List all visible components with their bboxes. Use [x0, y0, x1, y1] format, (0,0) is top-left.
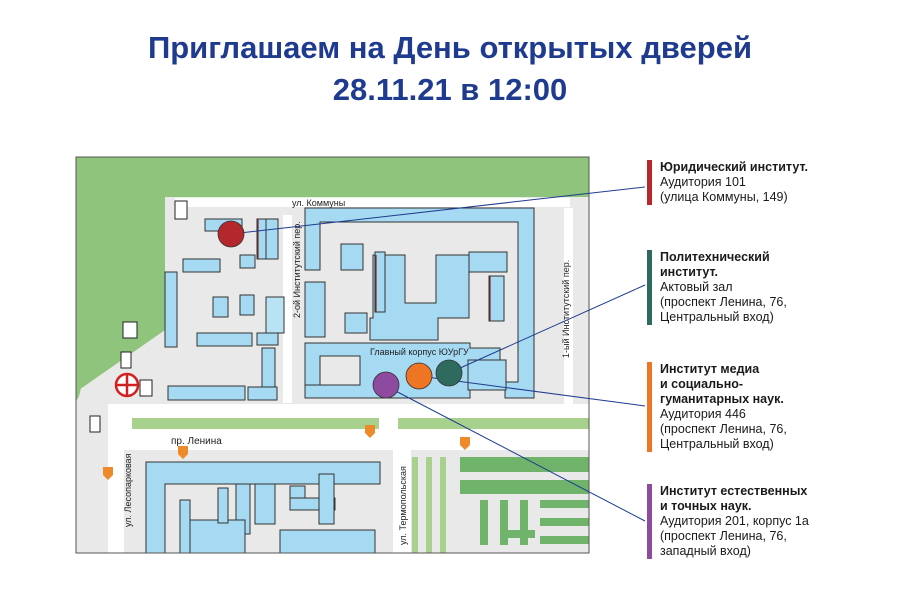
street-institutsky1 [564, 208, 573, 408]
label-lenina: пр. Ленина [171, 436, 222, 447]
legend-media-institute: Институт медиа и социально- гуманитарных… [647, 362, 900, 452]
legend-detail: Аудитория 201, корпус 1а [660, 514, 809, 528]
street-institutsky2 [283, 215, 292, 403]
legend-name: Юридический институт. [660, 160, 808, 174]
legend-polytechnic-institute: Политехнический институт. Актовый зал (п… [647, 250, 900, 325]
park-area [76, 157, 589, 392]
legend-detail: (проспект Ленина, 76, [660, 529, 787, 543]
park-area [76, 340, 82, 400]
legend-detail: западный вход) [660, 544, 751, 558]
label-institutsky2: 2-ой Институтский пер. [292, 221, 302, 318]
bus-stop-icon [365, 425, 375, 438]
legend-law-institute: Юридический институт. Аудитория 101 (ули… [647, 160, 900, 205]
legend-name: Институт естественных [660, 484, 808, 498]
bus-stop-icon [460, 437, 470, 450]
street-lesoparkovaya [108, 404, 124, 553]
title-line-1: Приглашаем на День открытых дверей [147, 30, 753, 65]
legend-detail: (проспект Ленина, 76, [660, 422, 787, 436]
legend-detail: Центральный вход) [660, 437, 774, 451]
legend-natural-sciences-institute: Институт естественных и точных наук. Ауд… [647, 484, 900, 559]
legend-detail: Аудитория 101 [660, 175, 746, 189]
legend-name: Политехнический [660, 250, 770, 264]
bus-stop-icon [178, 446, 188, 459]
legend-name: и социально- [660, 377, 744, 391]
street-termopolskaya [393, 450, 411, 553]
street-kommuny [175, 198, 570, 207]
legend-name: и точных наук. [660, 499, 752, 513]
legend-detail: Центральный вход) [660, 310, 774, 324]
bus-stop-icon [103, 467, 113, 480]
label-termopolskaya: ул. Термопольская [398, 466, 408, 545]
legend-detail: Аудитория 446 [660, 407, 746, 421]
label-main-building: Главный корпус ЮУрГУ [370, 347, 469, 357]
label-kommuny: ул. Коммуны [292, 198, 345, 208]
legend-detail: Актовый зал [660, 280, 733, 294]
marker-natural-sciences-institute[interactable] [372, 371, 400, 399]
title-line-2: 28.11.21 в 12:00 [332, 72, 568, 107]
legend-name: Институт медиа [660, 362, 760, 376]
legend-name: гуманитарных наук. [660, 392, 784, 406]
legend-detail: (улица Коммуны, 149) [660, 190, 788, 204]
marker-law-institute[interactable] [217, 220, 245, 248]
marker-media-institute[interactable] [405, 362, 433, 390]
legend-name: институт. [660, 265, 719, 279]
marker-polytechnic-institute[interactable] [435, 359, 463, 387]
legend-detail: (проспект Ленина, 76, [660, 295, 787, 309]
label-institutsky1: 1-ый Институтский пер. [561, 260, 571, 358]
label-lesoparkovaya: ул. Лесопарковая [123, 453, 133, 527]
